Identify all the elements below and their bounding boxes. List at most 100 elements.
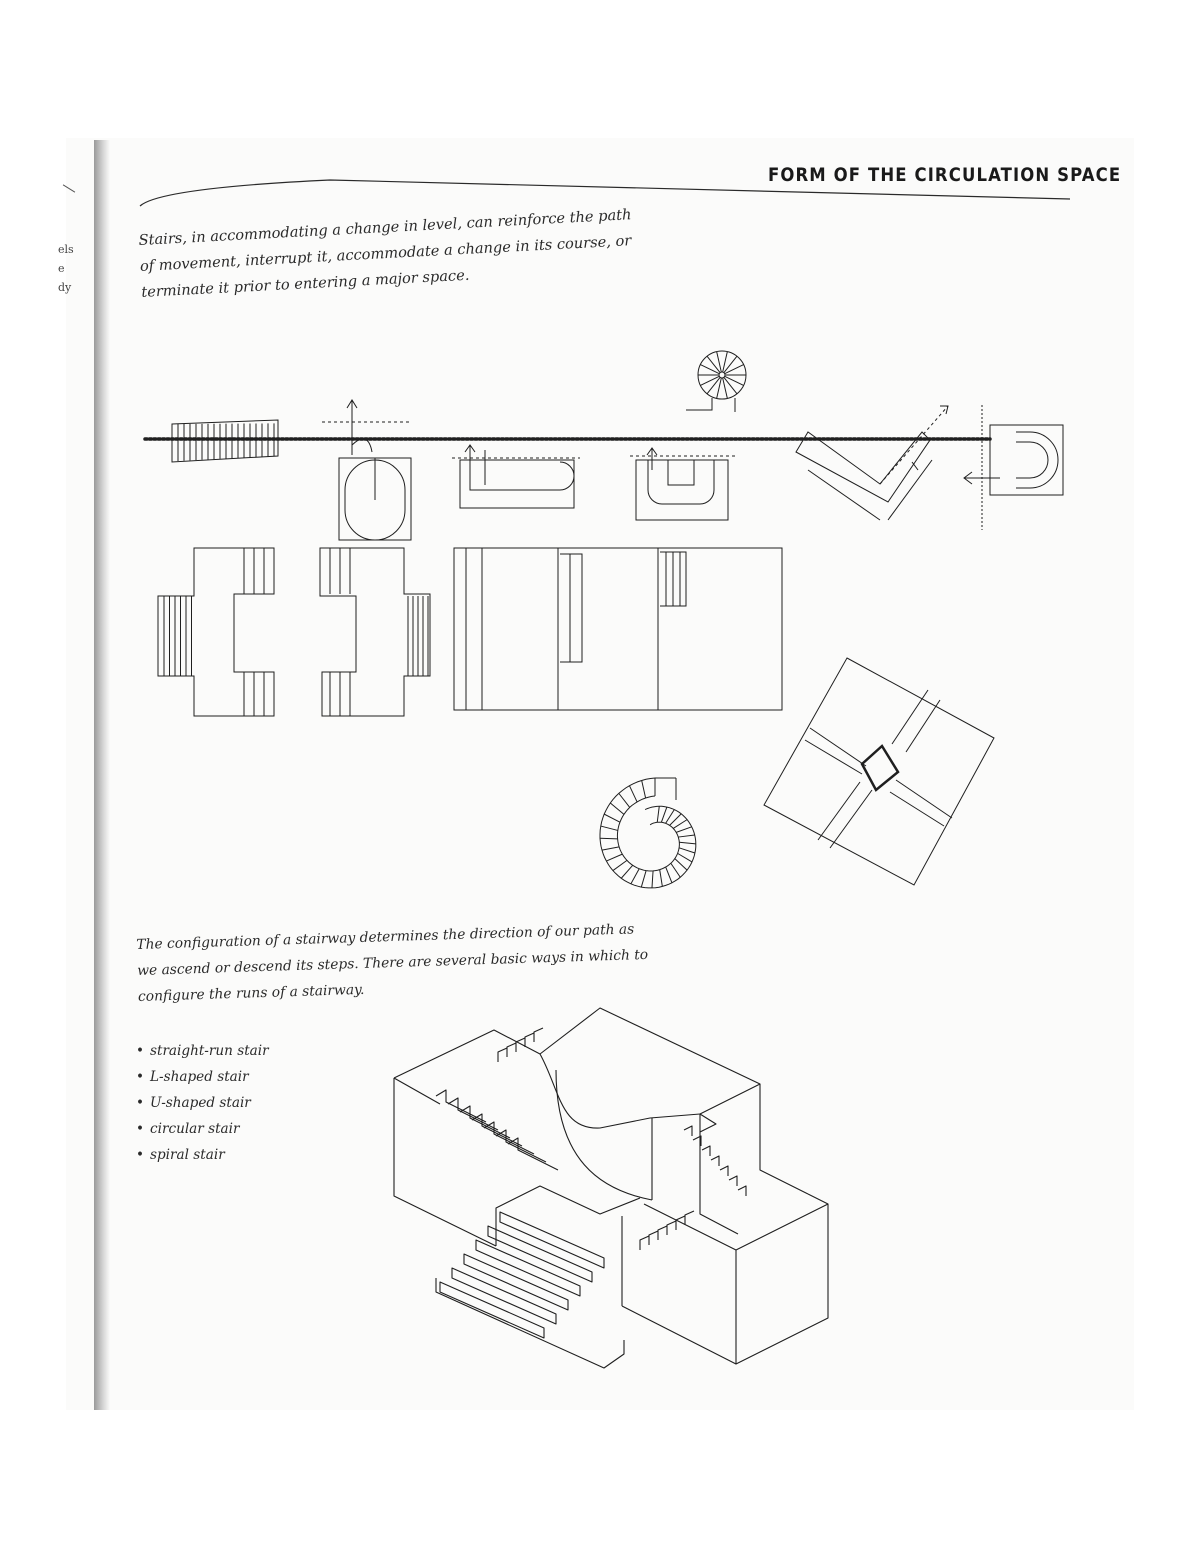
helix-tread (660, 870, 663, 887)
list-item: • spiral stair (136, 1142, 269, 1168)
upper-left-step (448, 1098, 498, 1130)
bullet-icon: • (136, 1121, 145, 1137)
helix-tread (679, 842, 696, 844)
middle-step (676, 1216, 685, 1230)
stair-types-list: • straight-run stair • L-shaped stair •U-s… (136, 1038, 269, 1168)
helix-tread (602, 847, 619, 850)
stair-type-label: L-shaped stair (150, 1069, 249, 1085)
u-stair-plan-1 (322, 400, 411, 540)
right-step (684, 1126, 692, 1136)
helix-tread (657, 806, 659, 822)
spiral-spoke (723, 378, 728, 398)
front-stair-base (436, 1278, 624, 1368)
helix-tread (678, 835, 694, 837)
spiral-spoke (717, 378, 722, 398)
front-step (464, 1254, 568, 1310)
upper-left-step (484, 1122, 534, 1154)
helix-tread (673, 820, 687, 829)
straight-run-stair-plan (172, 420, 278, 462)
helix-tread (600, 838, 618, 839)
spiral-spoke (723, 352, 728, 372)
helix-tread (670, 814, 682, 826)
middle-step (685, 1211, 694, 1225)
spiral-spoke (717, 352, 722, 372)
stair-type-label: straight-run stair (150, 1043, 269, 1059)
helix-tread (678, 853, 692, 862)
middle-step (640, 1236, 649, 1250)
helix-tread (604, 814, 620, 822)
bullet-icon: • (136, 1147, 145, 1163)
upper-left-step (508, 1138, 558, 1170)
helix-tread (631, 869, 639, 884)
spiral-spoke (724, 377, 737, 393)
helix-tread (610, 803, 624, 814)
circular-spiral-stair-plan (600, 778, 696, 888)
spiral-spoke (725, 365, 744, 374)
stair-type-label: spiral stair (150, 1147, 225, 1163)
circular-end-stair-plan (964, 405, 1063, 530)
list-item: •U-shaped stair (136, 1090, 269, 1116)
front-step (488, 1226, 592, 1282)
margin-fragment: dy (58, 281, 72, 294)
book-spine-shadow (94, 140, 110, 1410)
helix-tread (641, 871, 646, 887)
right-step (738, 1186, 746, 1196)
long-hall-plan (454, 548, 782, 710)
right-step (711, 1156, 719, 1166)
top-back-step (525, 1033, 534, 1047)
helix-tread (661, 807, 666, 822)
top-back-step (516, 1038, 525, 1052)
helix-tread (676, 827, 691, 833)
upper-left-step (460, 1106, 510, 1138)
top-back-step (498, 1048, 507, 1062)
spiral-spoke (725, 376, 744, 385)
cross-plan-left (158, 548, 274, 716)
helix-tread (679, 848, 695, 853)
margin-fragment: els (58, 243, 74, 256)
middle-step (667, 1221, 676, 1235)
helix-tread (652, 871, 653, 888)
bullet-icon: • (136, 1095, 145, 1111)
spiral-spoke (700, 376, 719, 385)
helix-tread (642, 780, 646, 798)
helix-tread (613, 860, 627, 870)
upper-left-step (472, 1114, 522, 1146)
helix-tread (601, 826, 618, 830)
l-shaped-stair-plan (796, 406, 948, 520)
cross-plan-right (320, 548, 430, 716)
middle-step (658, 1226, 667, 1240)
right-step (702, 1146, 710, 1156)
front-step (500, 1212, 604, 1268)
helix-tread (666, 867, 672, 883)
right-step (729, 1176, 737, 1186)
curved-wall-top (540, 1054, 700, 1128)
stair-type-label: circular stair (150, 1121, 240, 1137)
spiral-spoke (707, 377, 720, 393)
helix-tread (606, 854, 622, 861)
helix-tread (671, 863, 680, 877)
spiral-spoke (724, 356, 737, 372)
right-step (720, 1166, 728, 1176)
front-step (476, 1240, 580, 1296)
margin-fragment: e (58, 262, 65, 275)
bullet-icon: • (136, 1043, 145, 1059)
list-item: • L-shaped stair (136, 1064, 269, 1090)
list-item: • straight-run stair (136, 1038, 269, 1064)
upper-left-step (496, 1130, 546, 1162)
top-back-step (507, 1043, 516, 1057)
helix-tread (666, 810, 675, 824)
spiral-spoke (700, 365, 719, 374)
book-page (66, 138, 1134, 1410)
top-back-step (534, 1028, 543, 1042)
bullet-icon: • (136, 1069, 145, 1085)
curved-wall-face (556, 1070, 652, 1200)
upper-left-step (436, 1090, 486, 1122)
spiral-spoke (707, 356, 720, 372)
front-step (452, 1268, 556, 1324)
front-step (440, 1282, 544, 1338)
list-item: • circular stair (136, 1116, 269, 1142)
left-block-edges (394, 1078, 496, 1246)
